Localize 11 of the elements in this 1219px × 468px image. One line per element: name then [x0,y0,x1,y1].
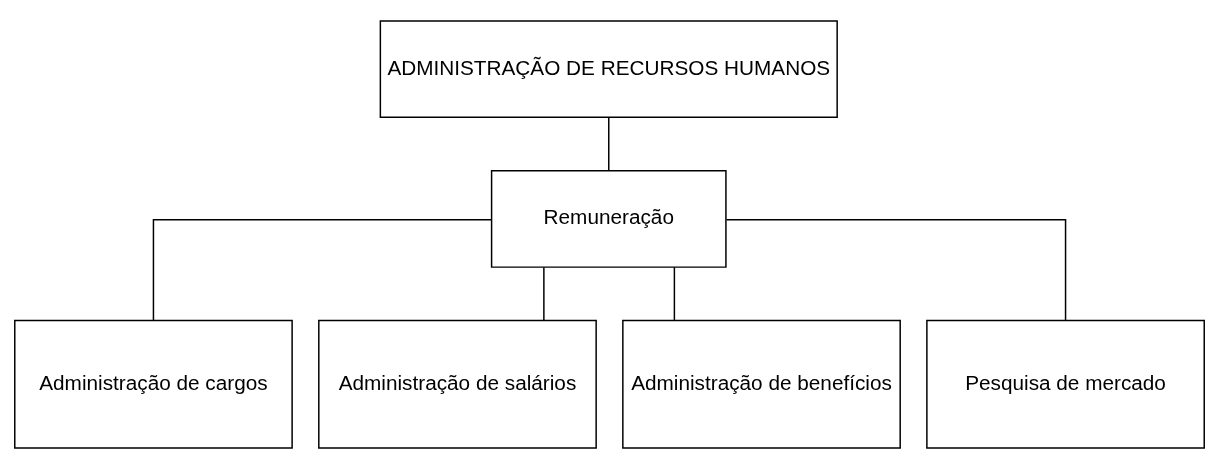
connector [543,265,545,321]
node-box: ADMINISTRAÇÃO DE RECURSOS HUMANOS [379,19,838,118]
node-box: Administração de cargos [14,319,293,449]
node-box: Administração de salários [318,319,597,449]
connector [673,265,676,321]
node-box: Pesquisa de mercado [926,319,1205,449]
node-box: Administração de benefícios [622,319,901,449]
connector [608,116,610,171]
connector [725,218,1067,321]
connector [152,218,493,321]
node-box: Remuneração [490,169,727,268]
